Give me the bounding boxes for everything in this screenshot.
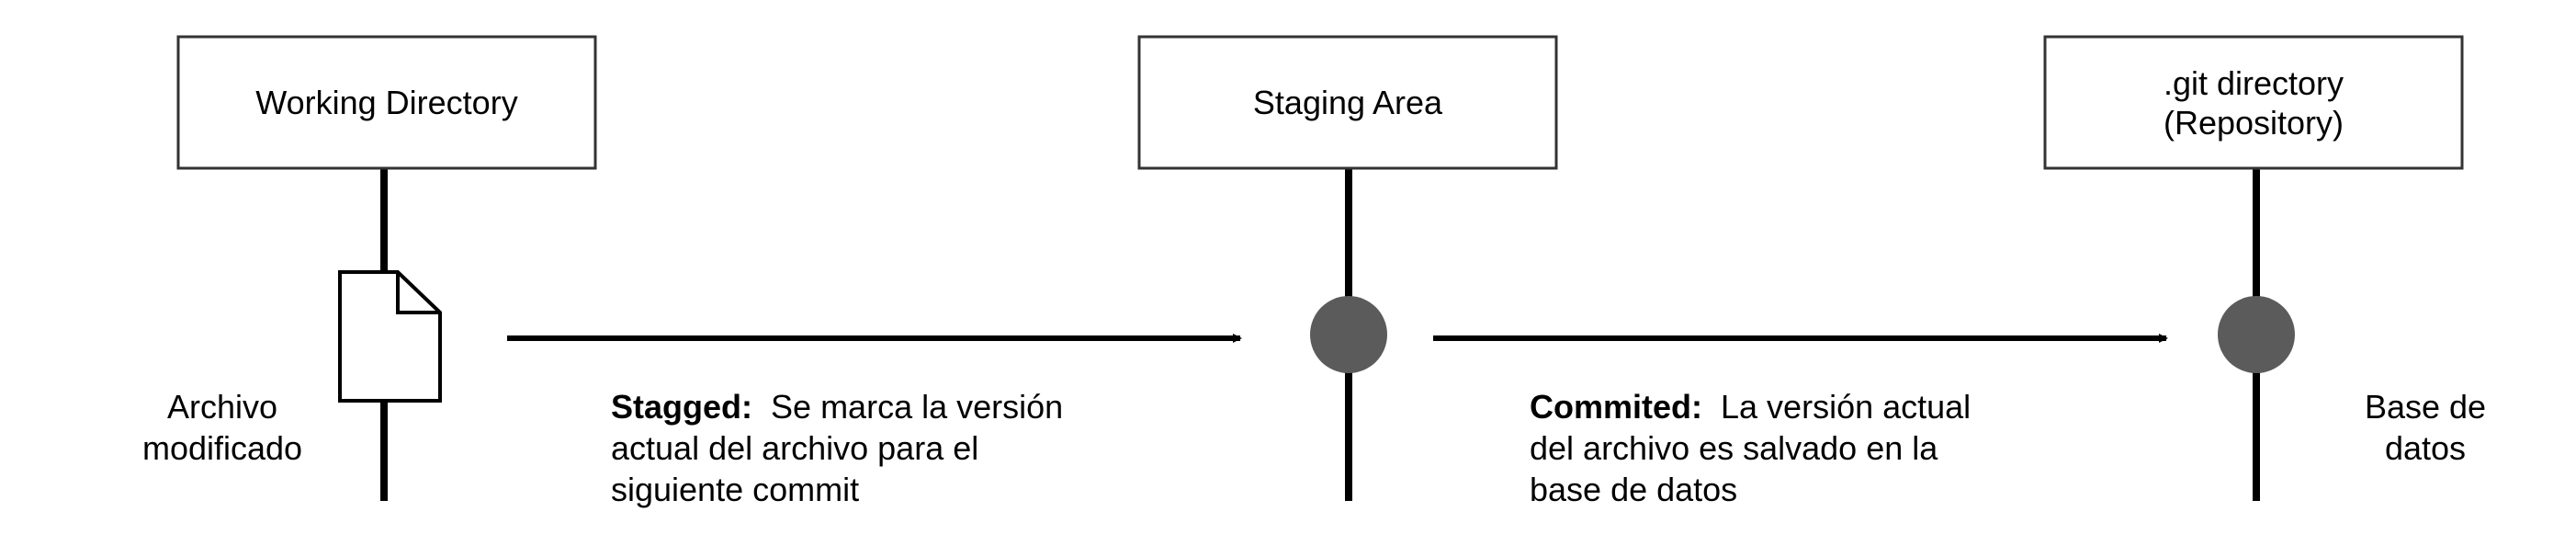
stage-title-staging: Staging Area	[1253, 84, 1443, 121]
commited-description-line2: del archivo es salvado en la	[1530, 429, 1938, 467]
node-dot-staging	[1310, 296, 1387, 373]
stage-box-repo: .git directory (Repository)	[2043, 35, 2464, 170]
file-label-line2: modificado	[142, 429, 302, 467]
stage-box-working: Working Directory	[176, 35, 597, 170]
commited-text: La versión actual	[1721, 388, 1971, 426]
stagged-description-line3: siguiente commit	[611, 471, 859, 508]
stagged-description-line1: Stagged: Se marca la versión	[611, 388, 1063, 426]
stage-title-repo-line1: .git directory	[2164, 64, 2344, 102]
commited-description-line1: Commited: La versión actual	[1530, 388, 1971, 426]
stagged-title: Stagged:	[611, 388, 752, 426]
commited-title: Commited:	[1530, 388, 1702, 426]
db-label-line2: datos	[2385, 429, 2466, 467]
stagged-description-line2: actual del archivo para el	[611, 429, 978, 467]
stage-title-repo-line2: (Repository)	[2164, 104, 2344, 142]
node-dot-repo	[2218, 296, 2295, 373]
stage-box-staging: Staging Area	[1137, 35, 1558, 170]
stage-title-working: Working Directory	[255, 84, 517, 121]
file-label-line1: Archivo	[167, 388, 277, 426]
db-label-line1: Base de	[2365, 388, 2486, 426]
stagged-text: Se marca la versión	[771, 388, 1063, 426]
file-icon	[338, 270, 442, 403]
commited-description-line3: base de datos	[1530, 471, 1737, 508]
